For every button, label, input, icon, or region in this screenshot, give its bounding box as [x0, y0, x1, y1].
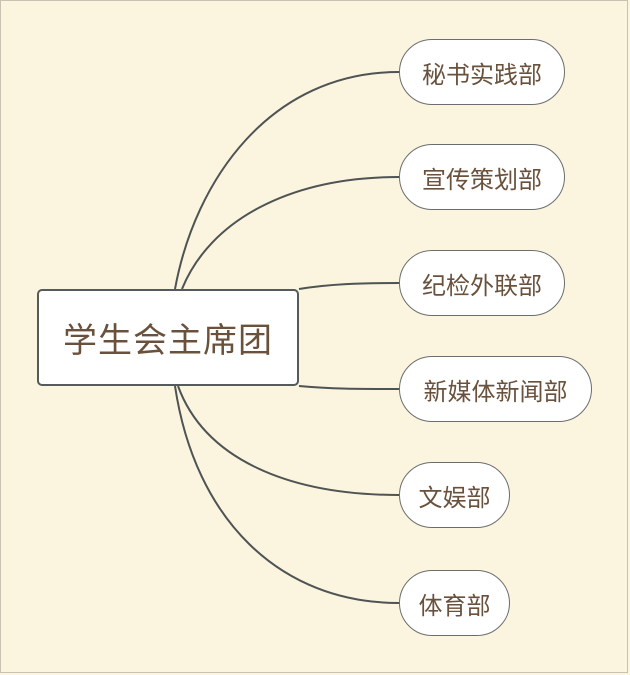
subtopic-node[interactable]: 纪检外联部 [399, 250, 565, 316]
connector-1 [174, 71, 400, 290]
subtopic-label: 新媒体新闻部 [423, 377, 568, 406]
root-topic-node[interactable]: 学生会主席团 [37, 289, 299, 386]
subtopic-node[interactable]: 宣传策划部 [399, 144, 565, 210]
connector-2 [181, 176, 400, 290]
subtopic-label: 体育部 [418, 591, 491, 620]
connector-4 [298, 385, 400, 390]
subtopic-node[interactable]: 体育部 [399, 570, 510, 636]
connector-5 [177, 385, 400, 496]
subtopic-node[interactable]: 新媒体新闻部 [399, 356, 592, 422]
subtopic-label: 宣传策划部 [422, 165, 542, 194]
connector-3 [298, 282, 400, 290]
subtopic-label: 文娱部 [418, 483, 491, 512]
subtopic-node[interactable]: 秘书实践部 [399, 39, 565, 105]
subtopic-node[interactable]: 文娱部 [399, 462, 510, 528]
subtopic-label: 秘书实践部 [422, 60, 542, 89]
root-topic-label: 学生会主席团 [63, 321, 273, 361]
connector-6 [174, 385, 400, 604]
subtopic-label: 纪检外联部 [422, 271, 542, 300]
